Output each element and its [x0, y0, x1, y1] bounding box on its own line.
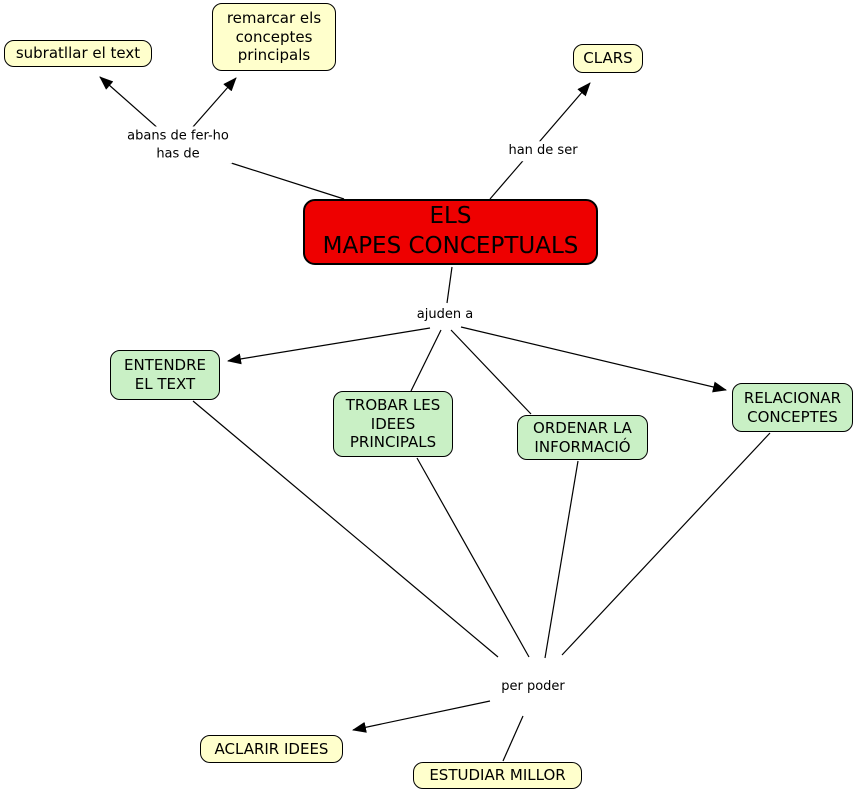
link-label-per-poder[interactable]: per poder [498, 677, 568, 697]
node-subratllar-el-text[interactable]: subratllar el text [4, 40, 152, 67]
edge-hasde-to-subratllar [99, 76, 161, 131]
node-entendre-el-text[interactable]: ENTENDRE EL TEXT [110, 350, 220, 400]
edge-redbox-to-ajudena [446, 266, 453, 304]
edge-relacionar-to-perpoder [561, 432, 771, 656]
link-label-ajuden-a[interactable]: ajuden a [413, 305, 477, 325]
edge-ajudena-to-entendre [227, 327, 431, 365]
node-clars[interactable]: CLARS [573, 44, 643, 73]
edge-perpoder-to-estudiar [502, 715, 524, 762]
edge-redbox-to-clars [489, 82, 591, 200]
link-label-abans-de-fer-ho[interactable]: abans de fer-ho has de [124, 126, 232, 164]
edge-entendre-to-perpoder [192, 400, 499, 658]
node-els-mapes-conceptuals[interactable]: ELS MAPES CONCEPTUALS [303, 199, 598, 265]
edge-hasde-to-remarcar [191, 77, 237, 129]
edge-ordenar-to-perpoder [544, 460, 579, 659]
link-label-han-de-ser[interactable]: han de ser [505, 141, 581, 161]
node-estudiar-millor[interactable]: ESTUDIAR MILLOR [413, 762, 582, 789]
edge-trobar-to-perpoder [416, 457, 530, 658]
node-aclarir-idees[interactable]: ACLARIR IDEES [200, 735, 343, 763]
node-relacionar-conceptes[interactable]: RELACIONAR CONCEPTES [732, 383, 853, 432]
edge-ajudena-to-ordenar [450, 329, 532, 415]
edge-perpoder-to-aclarir [352, 700, 491, 733]
node-remarcar-conceptes[interactable]: remarcar els conceptes principals [212, 3, 336, 71]
node-ordenar-informacio[interactable]: ORDENAR LA INFORMACIÓ [517, 415, 648, 460]
edge-ajudena-to-relacionar [460, 326, 727, 393]
node-trobar-idees[interactable]: TROBAR LES IDEES PRINCIPALS [333, 391, 453, 457]
edge-ajudena-to-trobar [410, 329, 442, 392]
edge-redbox-to-hasde [227, 161, 345, 200]
